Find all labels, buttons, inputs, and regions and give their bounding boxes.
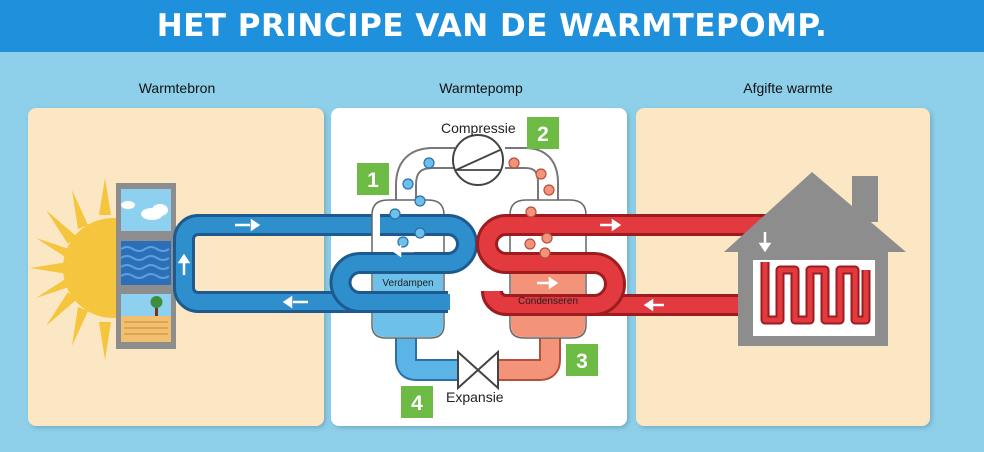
step-number-4: 4 xyxy=(411,392,423,415)
page-title: HET PRINCIPE VAN DE WARMTEPOMP. xyxy=(156,8,828,44)
arrow-left-icon xyxy=(391,244,414,258)
section-label-source: Warmtebron xyxy=(138,80,216,96)
refrigerant-bubbles-hot xyxy=(508,157,555,259)
step-number-3: 3 xyxy=(576,350,588,373)
label-condense: Condenseren xyxy=(518,296,578,307)
label-compression: Compressie xyxy=(441,120,516,136)
step-badge-4: 4 xyxy=(401,386,433,418)
step-number-2: 2 xyxy=(537,123,549,146)
compressor-icon xyxy=(452,134,504,186)
refrigerant-bubbles-cold xyxy=(389,157,435,248)
title-bar: HET PRINCIPE VAN DE WARMTEPOMP. xyxy=(0,0,984,52)
arrow-right-icon xyxy=(537,276,559,290)
section-label-pump: Warmtepomp xyxy=(439,80,523,96)
arrow-right-icon xyxy=(235,218,261,232)
arrow-up-icon xyxy=(177,253,191,275)
arrow-left-icon xyxy=(643,298,664,312)
section-label-output: Afgifte warmte xyxy=(743,80,833,96)
arrow-down-icon xyxy=(758,232,772,253)
step-number-1: 1 xyxy=(367,169,379,192)
arrow-left-icon xyxy=(282,295,308,309)
arrow-right-icon xyxy=(600,218,622,232)
label-evaporate: Verdampen xyxy=(382,278,433,289)
label-expansion: Expansie xyxy=(446,389,504,405)
flow-arrows xyxy=(177,218,772,312)
evaporator-coil xyxy=(329,214,478,313)
radiator-coil xyxy=(760,262,871,325)
expansion-valve-icon xyxy=(457,349,499,391)
condenser-coil xyxy=(476,214,626,316)
environment-column xyxy=(116,183,176,349)
step-badge-1: 1 xyxy=(357,163,389,195)
step-badge-2: 2 xyxy=(527,117,559,149)
step-badge-3: 3 xyxy=(566,344,598,376)
